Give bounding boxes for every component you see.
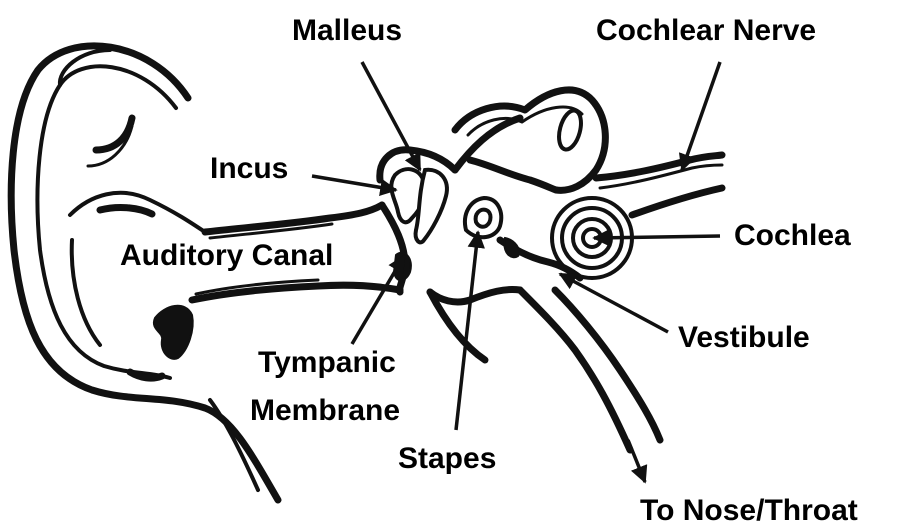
arrow-to-nose-throat	[626, 439, 648, 484]
label-auditory-canal: Auditory Canal	[120, 239, 333, 272]
leader-arrows	[311, 61, 722, 484]
label-stapes: Stapes	[398, 442, 496, 475]
arrow-malleus	[360, 61, 422, 172]
incus-bone	[413, 167, 449, 245]
label-incus: Incus	[210, 152, 288, 185]
arrow-cochlea	[592, 229, 721, 247]
label-membrane: Membrane	[250, 394, 400, 427]
label-to-nose-throat: To Nose/Throat	[640, 494, 858, 527]
eustachian-tube	[426, 286, 664, 454]
label-vestibule: Vestibule	[678, 321, 810, 354]
arrow-vestibule	[558, 272, 669, 334]
label-malleus: Malleus	[292, 14, 402, 47]
outer-ear-pinna	[7, 42, 282, 504]
arrow-stapes	[454, 230, 485, 431]
stapes-bone	[463, 195, 504, 240]
label-tympanic: Tympanic	[258, 346, 396, 379]
arrow-tympanic	[350, 254, 406, 345]
arrow-incus	[311, 174, 398, 197]
semicircular-canals	[451, 86, 609, 194]
auditory-canal	[188, 201, 404, 304]
malleus-bone	[389, 167, 427, 225]
label-cochlea: Cochlea	[734, 219, 851, 252]
arrow-cochlear-nerve	[678, 61, 722, 172]
label-cochlear-nerve: Cochlear Nerve	[596, 14, 816, 47]
